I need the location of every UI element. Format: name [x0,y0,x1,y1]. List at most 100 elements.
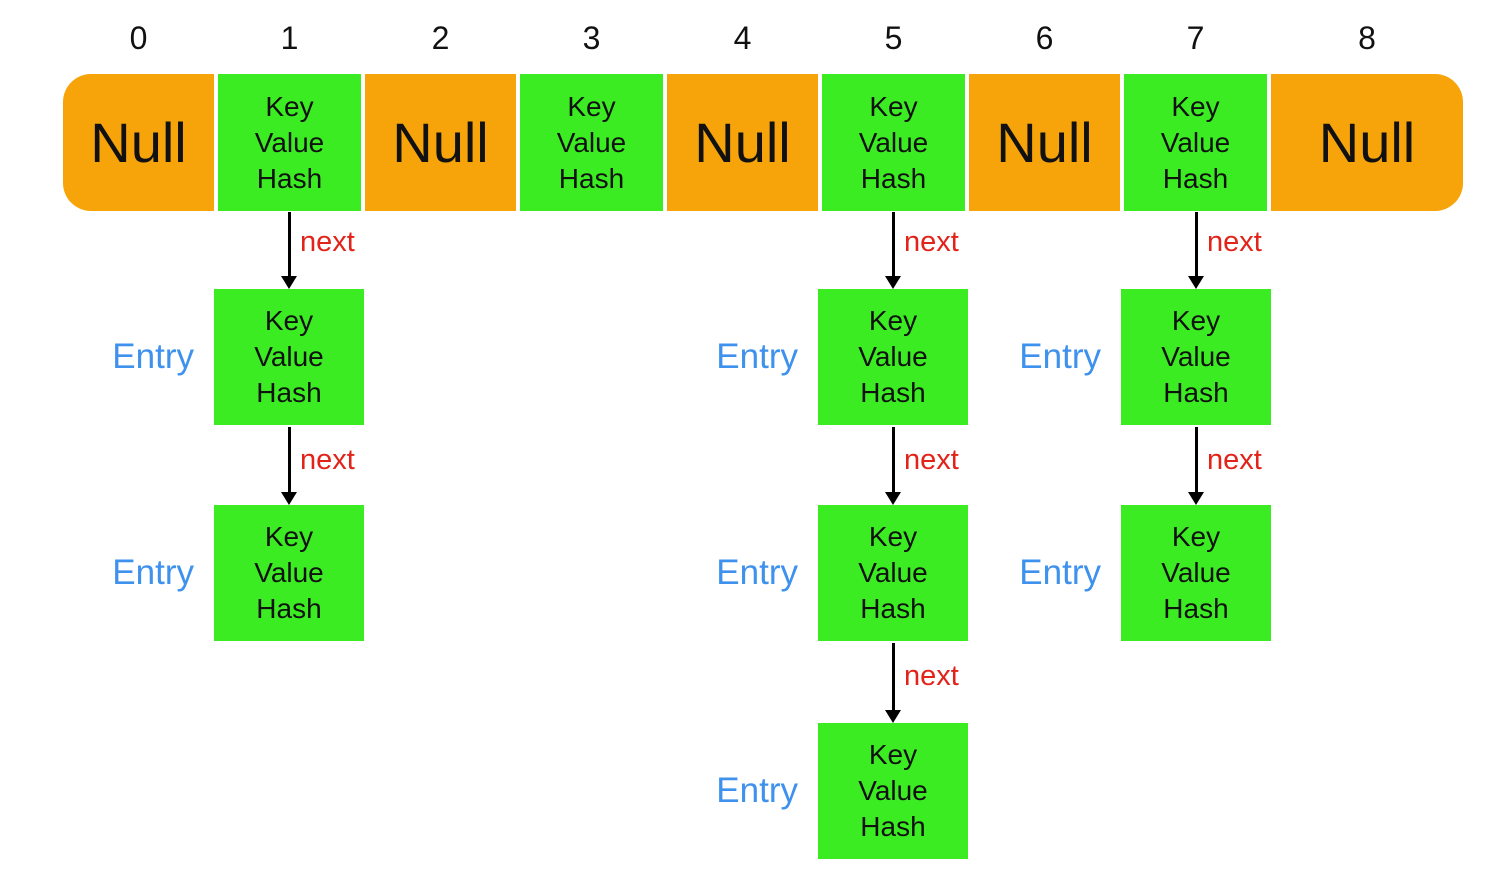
next-arrow [885,427,901,505]
value-label: Value [858,557,928,588]
arrow-head-icon [885,276,901,289]
entry-label: Entry [1019,337,1101,376]
hash-label: Hash [256,162,323,194]
key-label: Key [264,521,314,552]
null-label: Null [90,111,187,174]
next-arrow [885,212,901,289]
key-label: Key [1171,521,1221,552]
value-label: Value [1161,341,1231,372]
value-label: Value [858,126,929,158]
hash-label: Hash [256,377,322,408]
hash-label: Hash [558,162,625,194]
entry-label: Entry [112,553,194,592]
entry-label: Entry [112,337,194,376]
index-label-4: 4 [733,20,752,56]
index-label-5: 5 [884,20,903,56]
next-label: next [904,444,959,476]
entry-fields: Key Value Hash [858,737,928,845]
key-label: Key [1171,305,1221,336]
next-label: next [1207,226,1262,258]
bucket-6-null: Null [969,74,1120,211]
null-label: Null [1318,111,1416,174]
next-label: next [300,226,355,258]
index-label-2: 2 [431,20,450,56]
null-label: Null [392,111,489,174]
entry-label: Entry [1019,553,1101,592]
next-arrow [1188,427,1204,505]
arrow-head-icon [281,492,297,505]
value-label: Value [254,557,324,588]
bucket-5-entry: Key Value Hash [818,74,969,211]
entry-fields: Key Value Hash [858,303,928,411]
entry-fields: Key Value Hash [254,519,324,627]
hash-label: Hash [860,377,926,408]
bucket-2-null: Null [365,74,516,211]
value-label: Value [254,341,324,372]
entry-fields: Key Value Hash [1161,303,1231,411]
hash-label: Hash [256,593,322,624]
entry-fields: Key Value Hash [254,303,324,411]
hash-label: Hash [1162,162,1229,194]
key-label: Key [868,521,918,552]
entry-box: Key Value Hash [1121,289,1271,425]
entry-label: Entry [716,553,798,592]
value-label: Value [1160,126,1231,158]
next-arrow [885,643,901,723]
arrow-line [287,427,291,492]
key-label: Key [264,305,314,336]
key-label: Key [567,90,616,122]
arrow-line [1194,427,1198,492]
index-label-1: 1 [280,20,299,56]
arrow-line [1194,212,1198,276]
entry-box: Key Value Hash [1121,505,1271,641]
arrow-head-icon [1188,276,1204,289]
entry-label: Entry [716,771,798,810]
arrow-line [891,643,895,710]
index-label-3: 3 [582,20,601,56]
arrow-line [891,212,895,276]
index-label-0: 0 [129,20,148,56]
index-label-row: 0 1 2 3 4 5 6 7 8 [63,18,1463,58]
entry-box: Key Value Hash [214,505,364,641]
entry-box: Key Value Hash [818,289,968,425]
bucket-0-null: Null [63,74,214,211]
hash-label: Hash [860,593,926,624]
bucket-3-entry: Key Value Hash [516,74,667,211]
hash-label: Hash [1163,593,1229,624]
bucket-1-entry: Key Value Hash [214,74,365,211]
value-label: Value [858,341,928,372]
entry-fields: Key Value Hash [859,89,929,197]
null-label: Null [694,111,791,174]
arrow-line [287,212,291,276]
bucket-8-null: Null [1271,74,1463,211]
index-label-8: 8 [1358,20,1376,56]
bucket-7-entry: Key Value Hash [1120,74,1271,211]
arrow-head-icon [885,492,901,505]
next-label: next [904,226,959,258]
hash-label: Hash [860,811,926,842]
entry-box: Key Value Hash [818,505,968,641]
index-label-6: 6 [1035,20,1054,56]
index-label-7: 7 [1186,20,1205,56]
entry-fields: Key Value Hash [1161,519,1231,627]
arrow-line [891,427,895,492]
arrow-head-icon [281,276,297,289]
entry-box: Key Value Hash [818,723,968,859]
next-arrow [1188,212,1204,289]
next-label: next [300,444,355,476]
entry-label: Entry [716,337,798,376]
entry-fields: Key Value Hash [1161,89,1231,197]
key-label: Key [868,305,918,336]
value-label: Value [1161,557,1231,588]
next-arrow [281,427,297,505]
null-label: Null [996,111,1093,174]
value-label: Value [556,126,627,158]
key-label: Key [869,90,918,122]
entry-box: Key Value Hash [214,289,364,425]
next-arrow [281,212,297,289]
hash-label: Hash [860,162,927,194]
value-label: Value [254,126,325,158]
key-label: Key [868,739,918,770]
bucket-4-null: Null [667,74,818,211]
